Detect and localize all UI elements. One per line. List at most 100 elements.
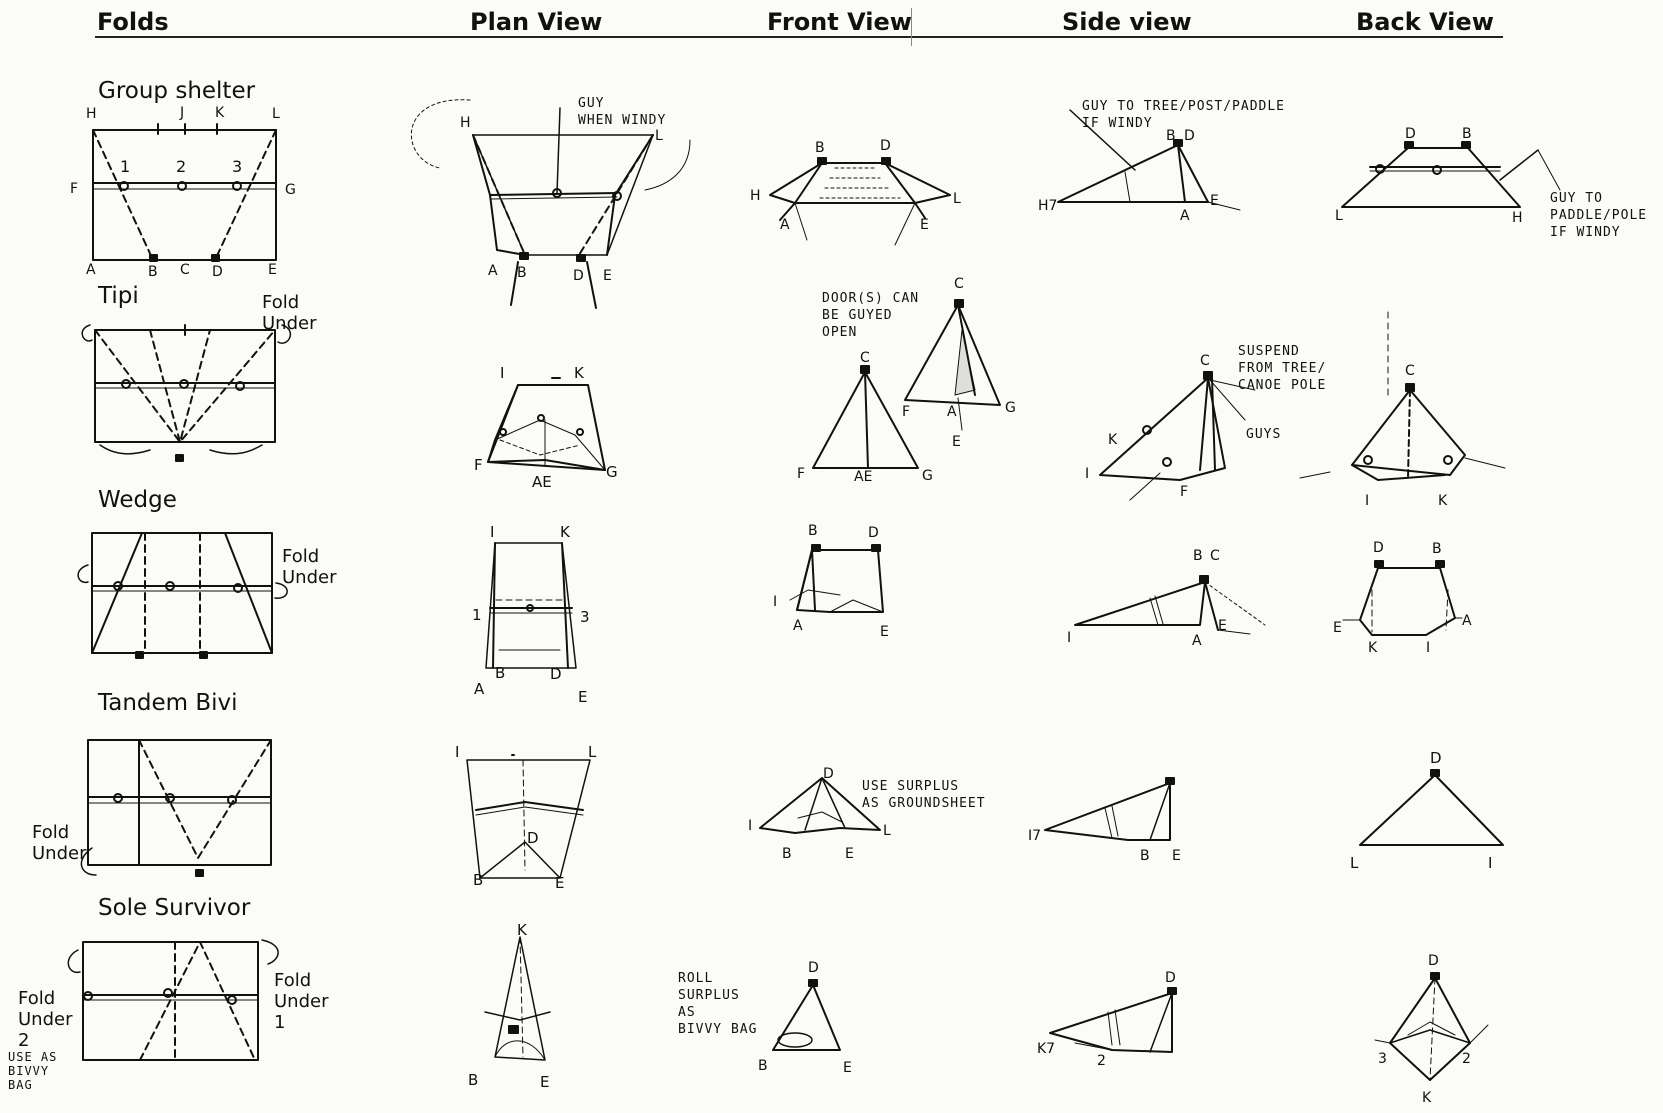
label-D: D — [1430, 749, 1442, 767]
label-1: 1 — [472, 606, 482, 624]
fold-diagram-wedge — [77, 532, 288, 659]
label-B: B — [468, 1071, 478, 1089]
label-G: G — [1005, 400, 1016, 416]
label-D: D — [868, 525, 879, 541]
label-L: L — [1350, 854, 1359, 872]
plan-view-sole-survivor — [484, 936, 551, 1061]
header-side-view: Side view — [1062, 8, 1192, 36]
label-B: B — [1462, 126, 1472, 142]
fold-diagram-sole-survivor — [67, 939, 279, 1061]
label-H: H — [750, 188, 761, 204]
plan-labels-group-shelter: H L A B D E — [460, 115, 663, 284]
side-view-tandem-bivi — [1044, 777, 1175, 841]
label-C: C — [1405, 363, 1415, 379]
label-A: A — [1192, 633, 1202, 649]
label-E: E — [555, 874, 564, 892]
note-fold-under-1: Fold Under 1 — [274, 970, 329, 1033]
label-2: 2 — [1097, 1053, 1106, 1069]
label-A: A — [488, 263, 498, 279]
label-E: E — [843, 1060, 852, 1076]
label-K: K — [560, 523, 571, 541]
note-roll-surplus: ROLL SURPLUS AS BIVVY BAG — [678, 971, 758, 1037]
side-view-tipi — [1099, 371, 1256, 501]
row-title-tipi: Tipi — [98, 283, 139, 309]
back-labels-tipi: C I K — [1365, 363, 1448, 509]
label-D: D — [573, 268, 584, 284]
label-F: F — [474, 456, 483, 474]
note-surplus-groundsheet: USE SURPLUS AS GROUNDSHEET — [862, 779, 986, 811]
label-I: I — [773, 594, 777, 610]
label-L: L — [883, 823, 891, 839]
label-D: D — [1428, 953, 1439, 969]
label-2: 2 — [1462, 1051, 1471, 1067]
fold-diagram-tandem-bivi — [80, 739, 272, 877]
note-doors-guyed: DOOR(S) CAN BE GUYED OPEN — [822, 291, 920, 340]
label-A: A — [1462, 613, 1472, 629]
label-F: F — [70, 181, 78, 197]
plan-view-wedge — [485, 542, 577, 669]
fold-labels-group-shelter: H J K L F G A B C D E 1 2 3 — [70, 105, 296, 280]
front-view-tipi — [812, 299, 1001, 469]
label-H7: H7 — [1038, 198, 1057, 214]
label-E: E — [578, 688, 587, 706]
label-AE: AE — [854, 469, 872, 485]
label-E: E — [1210, 193, 1219, 209]
label-C: C — [860, 350, 870, 366]
label-K: K — [1422, 1090, 1432, 1106]
note-guys: GUYS — [1246, 427, 1282, 442]
label-I: I — [500, 364, 504, 382]
label-K7: K7 — [1037, 1041, 1055, 1057]
label-A: A — [947, 404, 957, 420]
label-C: C — [1210, 548, 1220, 564]
note-use-as-bivy: USE AS BIVVY BAG — [8, 1050, 58, 1092]
label-B: B — [473, 871, 483, 889]
label-E: E — [540, 1073, 549, 1091]
label-B: B — [758, 1058, 768, 1074]
label-K: K — [517, 921, 528, 939]
label-H: H — [86, 106, 97, 122]
front-labels-wedge: B D I A E — [773, 523, 889, 640]
side-labels-group-shelter: B D H7 A E — [1038, 128, 1219, 224]
note-suspend: SUSPEND FROM TREE/ CANOE POLE — [1238, 344, 1327, 393]
note-fold-under-2: Fold Under 2 — [18, 988, 73, 1051]
back-view-tandem-bivi — [1359, 769, 1504, 846]
label-I: I — [1426, 640, 1430, 656]
label-I: I — [1085, 466, 1089, 482]
front-view-sole-survivor — [772, 979, 841, 1051]
label-K: K — [1108, 432, 1118, 448]
label-D: D — [808, 960, 819, 976]
fold-diagram-tipi — [81, 324, 292, 462]
side-labels-tipi: C K I F — [1085, 353, 1210, 500]
label-K: K — [574, 364, 585, 382]
row-title-wedge: Wedge — [98, 487, 177, 513]
plan-labels-sole-survivor: K B E — [468, 921, 549, 1091]
label-B: B — [495, 664, 505, 682]
label-E: E — [920, 217, 929, 233]
label-B: B — [1166, 128, 1176, 144]
header-plan-view: Plan View — [470, 8, 603, 36]
label-I: I — [1365, 493, 1369, 509]
label-F: F — [797, 466, 805, 482]
note-guy-to-tree: GUY TO TREE/POST/PADDLE IF WINDY — [1082, 99, 1286, 131]
label-D: D — [823, 766, 834, 782]
side-labels-tandem-bivi: I7 B E — [1028, 828, 1181, 864]
label-B: B — [1193, 548, 1203, 564]
label-B: B — [808, 523, 818, 539]
label-H: H — [1512, 210, 1523, 226]
fold-diagram-group-shelter — [92, 123, 277, 262]
note-guy-when-windy: GUY WHEN WINDY — [578, 96, 667, 128]
label-AE: AE — [532, 473, 552, 491]
label-F: F — [1180, 484, 1188, 500]
label-B: B — [1140, 848, 1150, 864]
back-view-tipi — [1299, 311, 1506, 481]
label-D: D — [550, 665, 562, 683]
label-A: A — [780, 217, 790, 233]
row-title-group-shelter: Group shelter — [98, 78, 256, 104]
side-labels-sole-survivor: D K7 2 — [1037, 970, 1176, 1069]
back-labels-wedge: D B E K I A — [1333, 540, 1472, 656]
label-L: L — [272, 106, 280, 122]
label-D: D — [212, 264, 223, 280]
label-B: B — [815, 140, 825, 156]
